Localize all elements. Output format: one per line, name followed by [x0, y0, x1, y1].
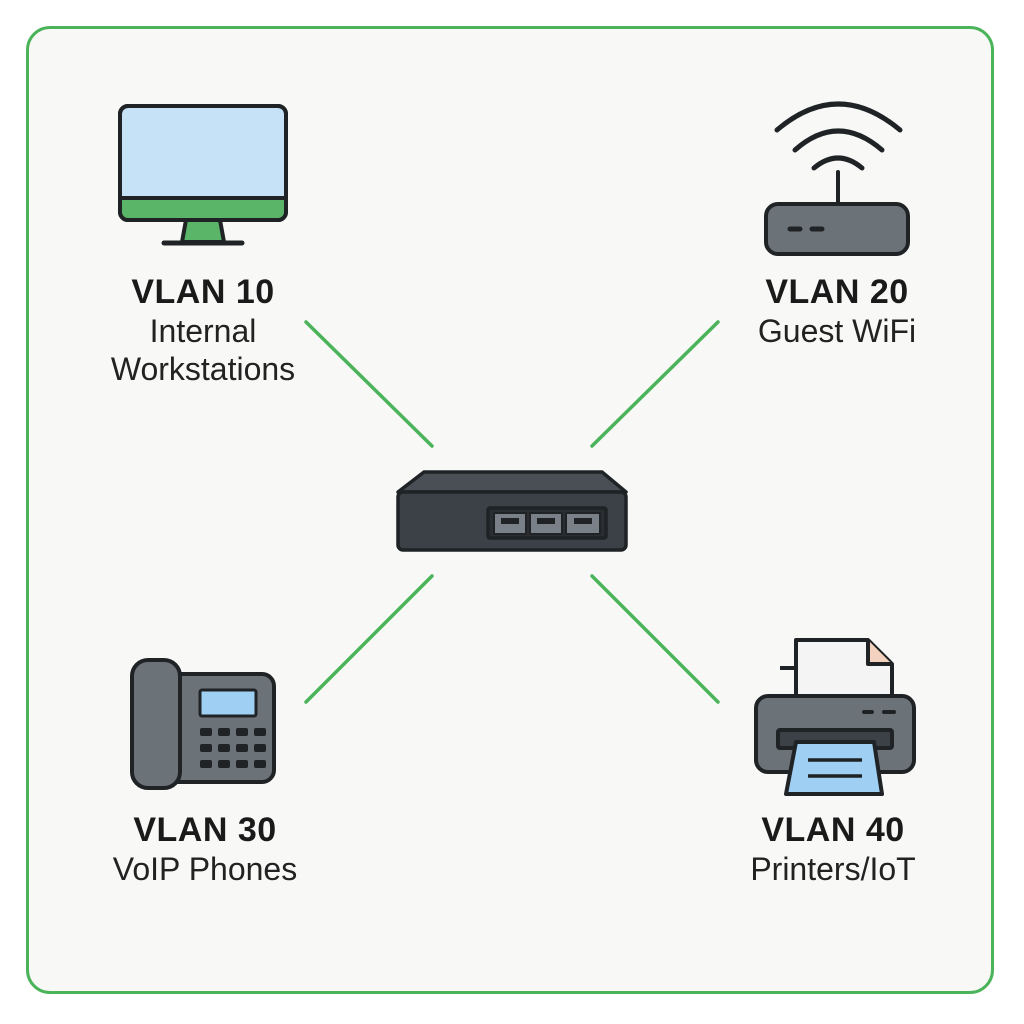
desk-phone-icon	[130, 658, 276, 790]
node-title: VLAN 10	[131, 273, 275, 311]
node-title: VLAN 40	[761, 811, 905, 849]
connector-vlan30	[304, 574, 434, 704]
node-subtitle: Workstations	[110, 351, 296, 387]
node-subtitle: Internal	[149, 313, 257, 349]
node-label-vlan20: VLAN 20 Guest WiFi	[712, 272, 962, 350]
node-subtitle: VoIP Phones	[112, 851, 298, 887]
node-subtitle: Guest WiFi	[757, 313, 917, 349]
desktop-monitor-icon	[118, 104, 288, 246]
node-title: VLAN 20	[765, 273, 909, 311]
node-label-vlan30: VLAN 30 VoIP Phones	[80, 810, 330, 888]
node-title: VLAN 30	[133, 811, 277, 849]
connector-vlan10	[304, 320, 434, 448]
printer-icon	[754, 638, 916, 796]
network-switch-icon	[396, 470, 628, 552]
connector-vlan40	[590, 574, 720, 704]
node-subtitle: Printers/IoT	[750, 851, 916, 887]
wifi-router-icon	[764, 101, 910, 256]
connector-vlan20	[590, 320, 720, 448]
connectors	[304, 320, 720, 704]
node-label-vlan10: VLAN 10 Internal Workstations	[78, 272, 328, 388]
node-label-vlan40: VLAN 40 Printers/IoT	[708, 810, 958, 888]
